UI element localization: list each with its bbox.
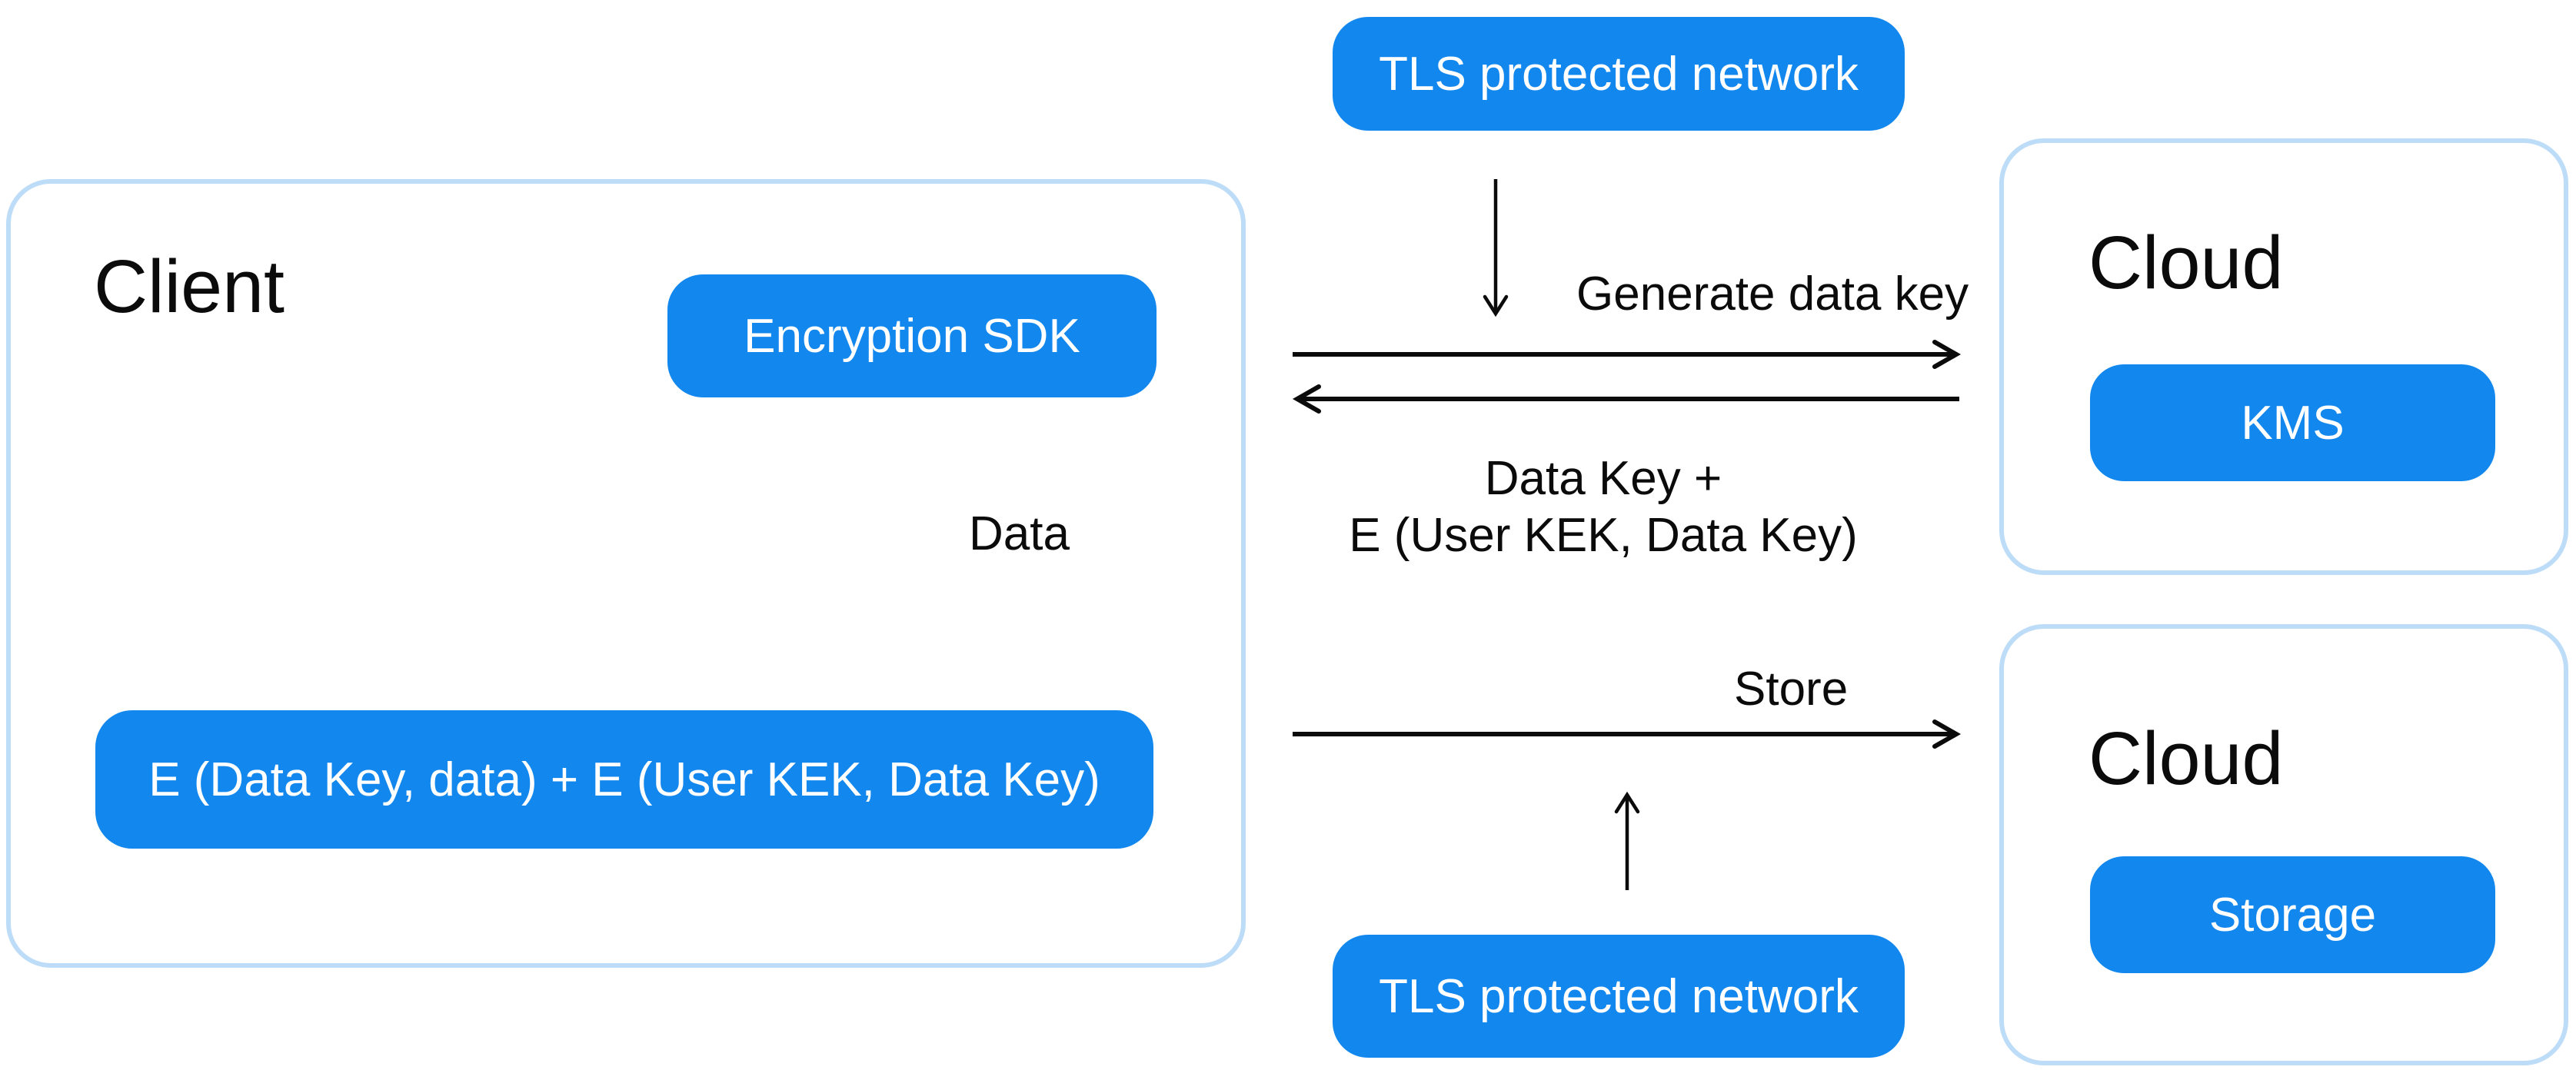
tls-protected-network-top-node: TLS protected network <box>1333 17 1905 131</box>
storage-node: Storage <box>2090 856 2495 973</box>
tls-protected-network-top-label: TLS protected network <box>1379 47 1859 101</box>
generate-data-key-edge-label: Generate data key <box>1576 268 1969 321</box>
return-data-key-line1: Data Key + <box>1484 452 1722 505</box>
store-edge-label: Store <box>1734 663 1849 716</box>
encrypted-payload-node: E (Data Key, data) + E (User KEK, Data K… <box>95 710 1153 849</box>
kms-node: KMS <box>2090 364 2495 481</box>
tls-protected-network-bottom-label: TLS protected network <box>1379 969 1859 1023</box>
data-edge-label: Data <box>969 507 1070 560</box>
client-title: Client <box>94 244 285 328</box>
return-data-key-line2: E (User KEK, Data Key) <box>1349 509 1858 562</box>
return-data-key-edge-label: Data Key + E (User KEK, Data Key) <box>1342 450 1865 564</box>
cloud-storage-container <box>1999 624 2568 1065</box>
cloud-kms-title: Cloud <box>2088 221 2284 304</box>
storage-label: Storage <box>2208 888 2377 942</box>
encryption-sdk-node: Encryption SDK <box>667 274 1157 397</box>
kms-label: KMS <box>2241 396 2345 450</box>
tls-protected-network-bottom-node: TLS protected network <box>1333 935 1905 1058</box>
encryption-sdk-label: Encryption SDK <box>744 309 1080 363</box>
cloud-kms-container <box>1999 138 2568 575</box>
encrypted-payload-label: E (Data Key, data) + E (User KEK, Data K… <box>148 753 1100 806</box>
cloud-storage-title: Cloud <box>2088 716 2284 800</box>
